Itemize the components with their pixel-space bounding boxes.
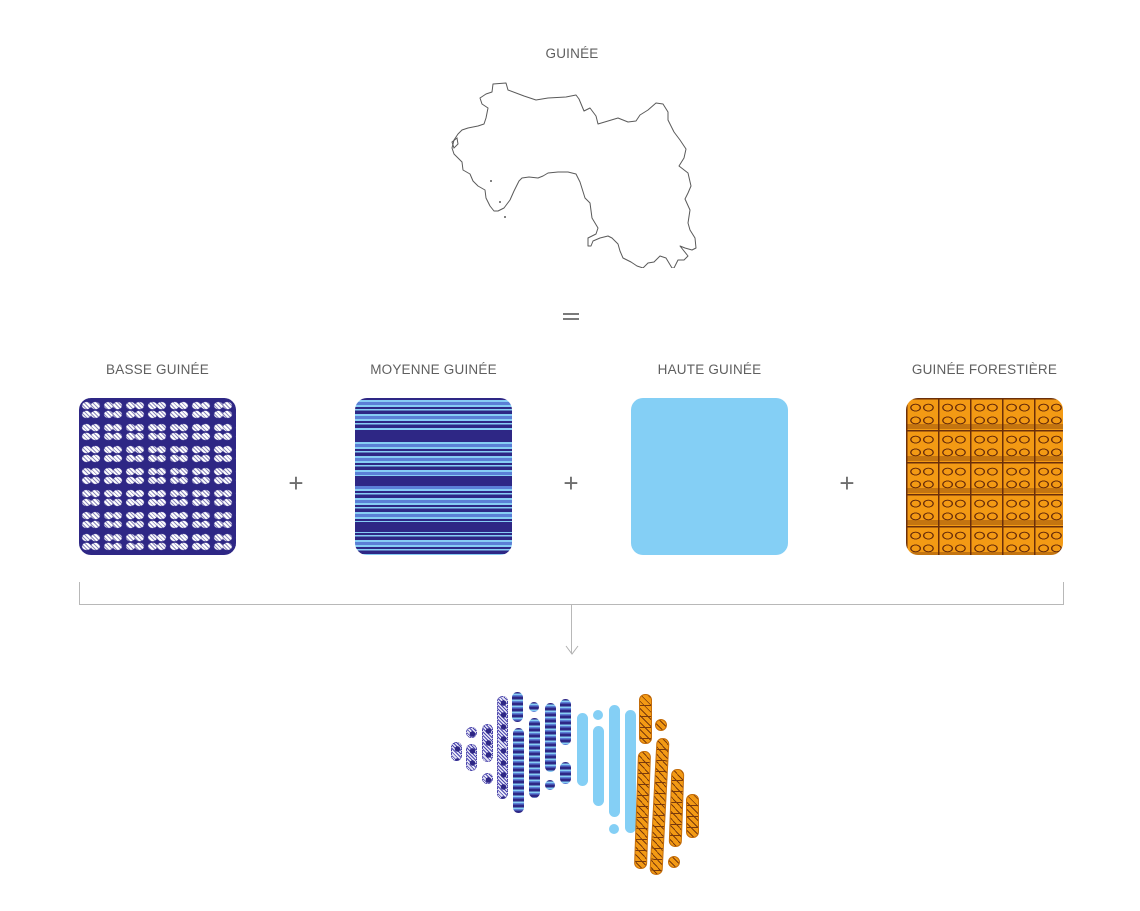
logo-bar-haute [593,726,604,806]
logo-bar-basse [497,696,508,799]
logo-bar-moyenne [560,699,571,745]
arrow-down-icon [565,645,579,655]
logo-dot-moyenne [545,780,555,790]
logo-bar-forestiere [686,794,699,838]
logo-bar-haute [625,710,636,833]
pattern-tile-basse-guinee [79,398,236,555]
logo-dot-haute [609,824,619,834]
pattern-tile-guinee-forestiere [906,398,1063,555]
region-label-forestiere: GUINÉE FORESTIÈRE [911,362,1058,377]
logo-bar-haute [577,713,588,786]
logo-dot-haute [593,710,603,720]
plus-sign: + [563,468,579,498]
logo-bar-moyenne [560,762,571,784]
stripe-band [355,476,512,486]
stripe-band [355,522,512,532]
logo-bar-forestiere [639,694,652,744]
plus-sign: + [839,468,855,498]
logo-dot-forestiere [668,856,680,868]
connector-horizontal [79,604,1064,605]
country-title: GUINÉE [545,46,599,61]
pattern-tile-moyenne-guinee [355,398,512,555]
logo-dot-forestiere [655,719,667,731]
logo-dot-basse [466,727,477,738]
guinea-outline-map [451,82,697,268]
logo-bar-moyenne [512,692,523,722]
logo-bar-forestiere [668,768,685,848]
region-label-haute: HAUTE GUINÉE [657,362,762,377]
connector-left-vertical [79,582,80,605]
plus-sign: + [288,468,304,498]
region-label-moyenne: MOYENNE GUINÉE [370,362,497,377]
logo-bar-moyenne [545,703,556,772]
logo-dot-moyenne [529,702,539,712]
connector-down [571,605,572,653]
region-label-basse: BASSE GUINÉE [106,362,209,377]
logo-dot-basse [482,773,493,784]
logo-bar-moyenne [529,718,540,798]
equals-sign [563,312,579,321]
logo-bar-forestiere [649,737,670,876]
pattern-tile-haute-guinee [631,398,788,555]
logo-bar-forestiere [633,750,652,870]
logo-bar-basse [466,744,477,771]
logo-bar-moyenne [513,728,524,813]
logo-bar-basse [482,724,493,762]
logo-bar-haute [609,705,620,817]
connector-right-vertical [1063,582,1064,605]
logo-bar-basse [451,742,462,761]
stripe-band [355,430,512,440]
